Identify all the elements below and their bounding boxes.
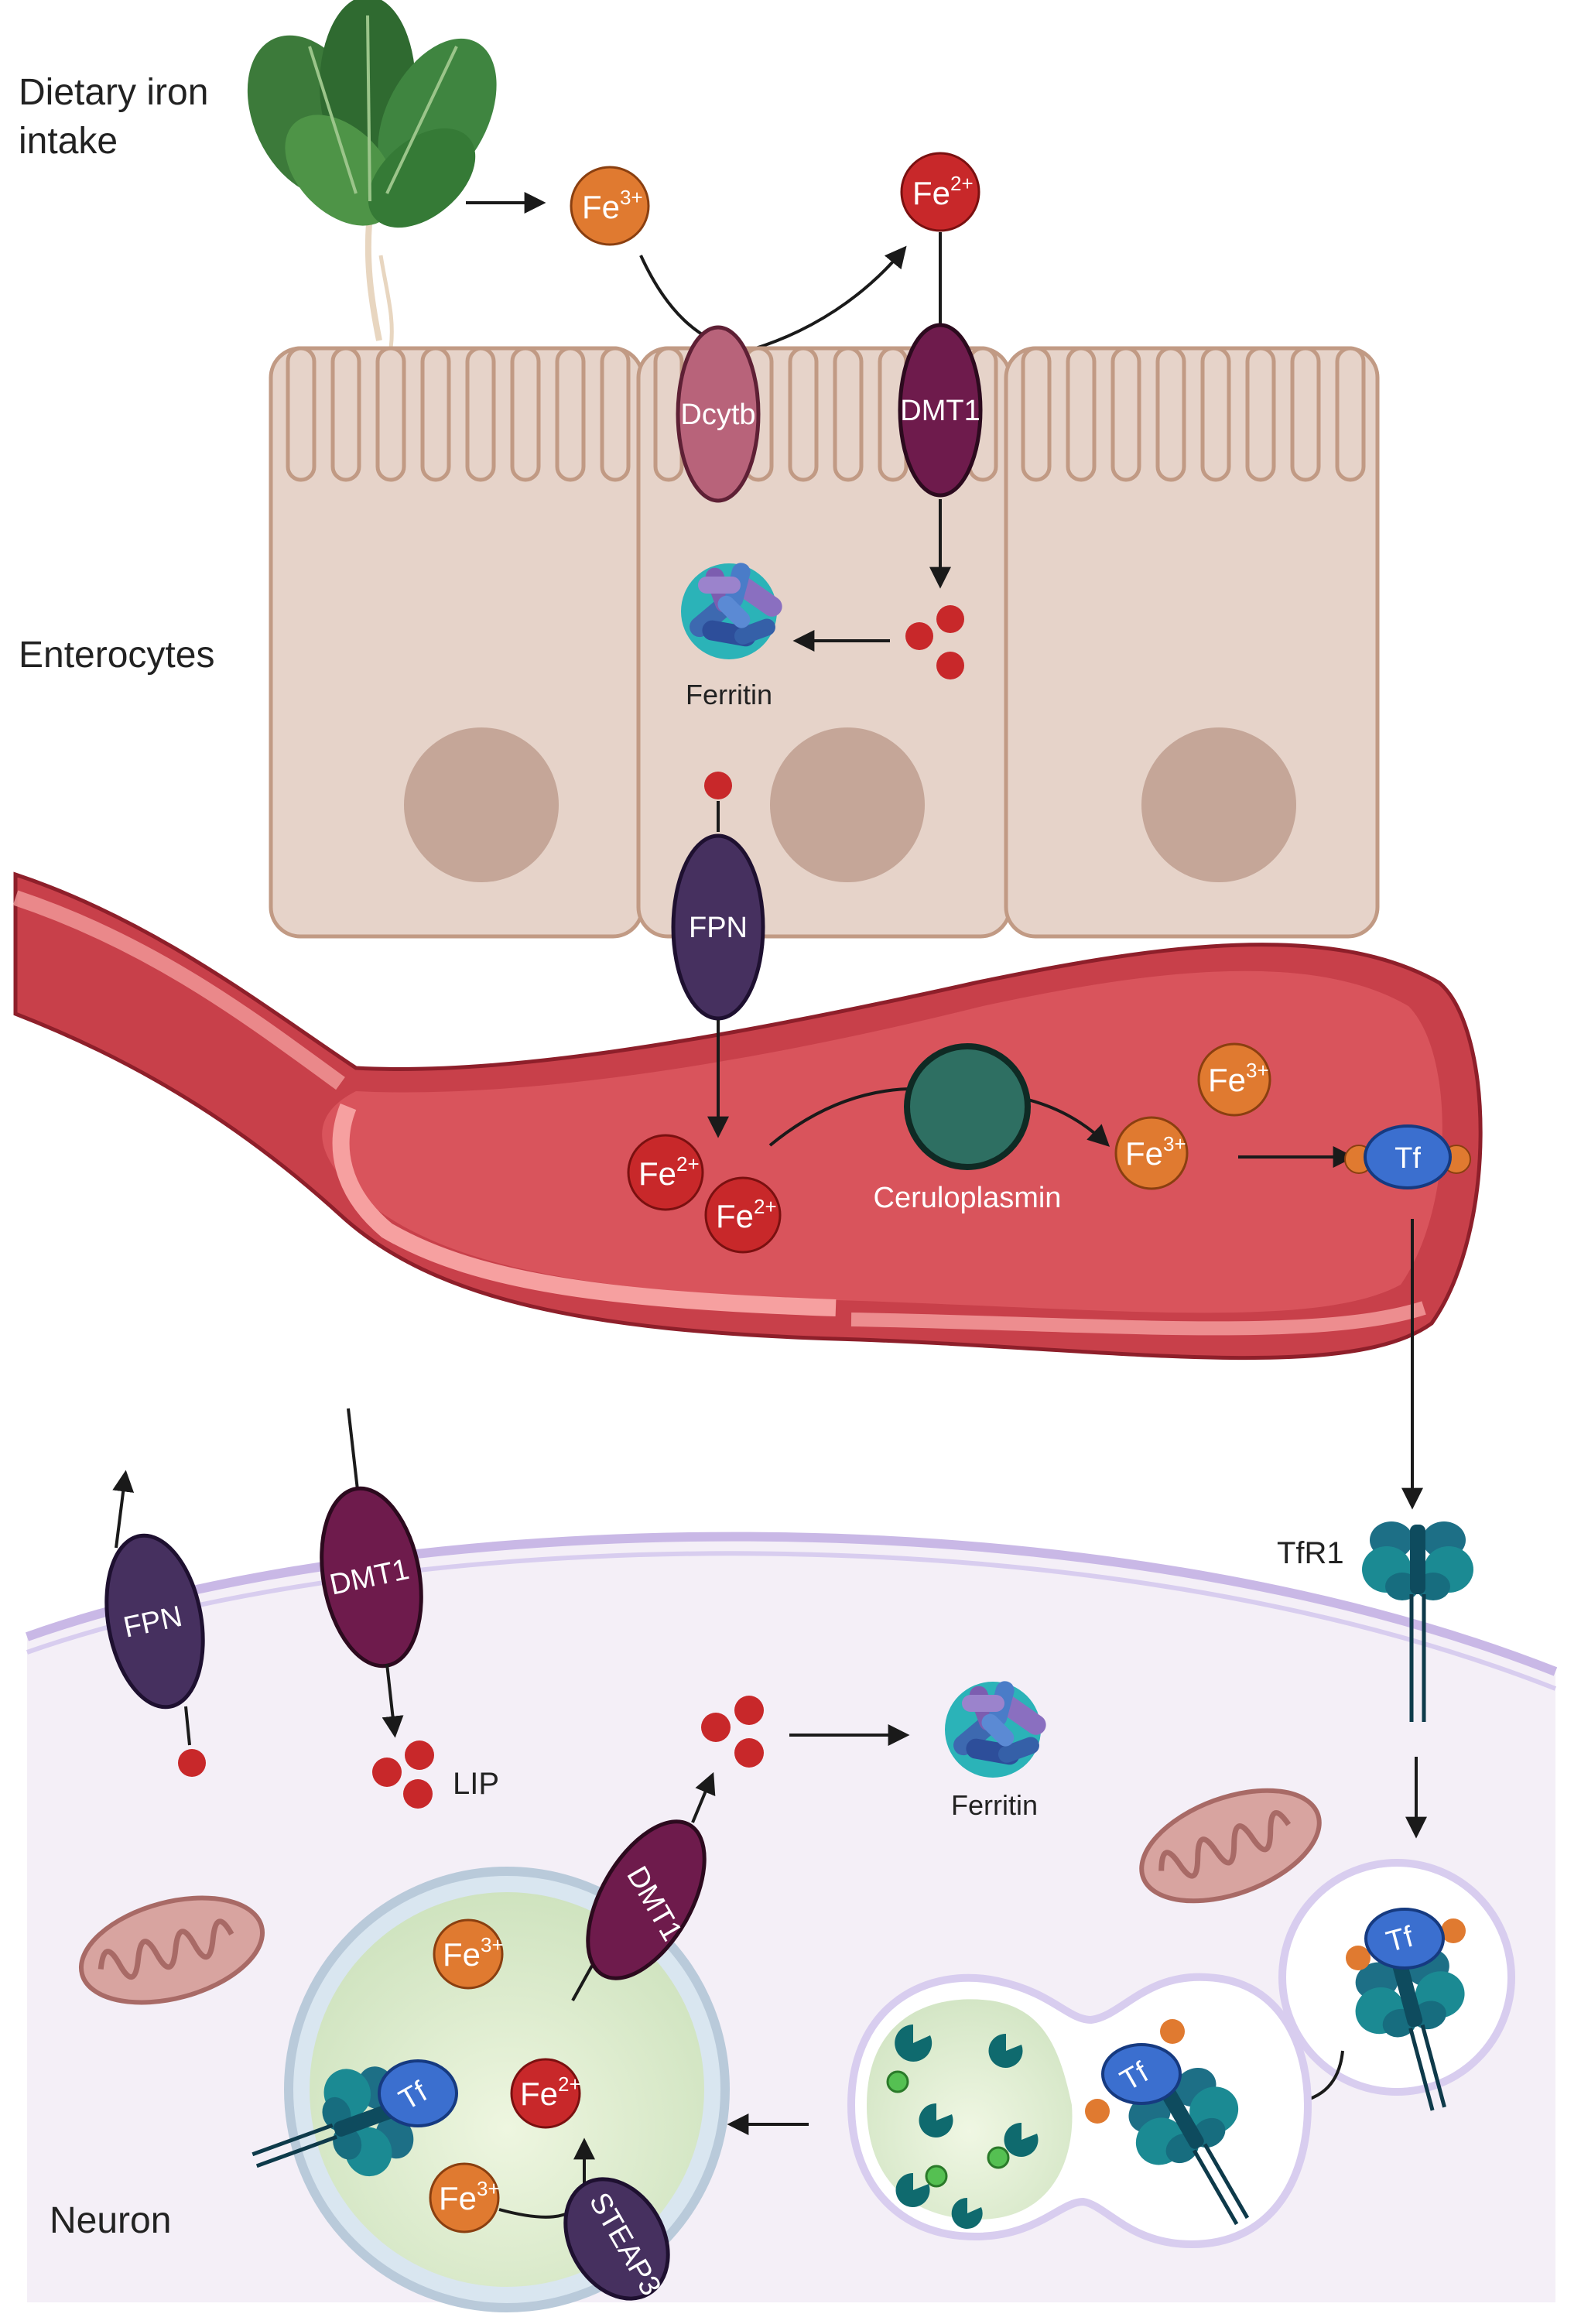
microvillus [600,346,631,482]
ceruloplasmin-protein [904,1043,1031,1170]
blood-vessel [12,871,1483,1361]
fe2-ion-blood: Fe2+ [704,1176,782,1254]
microvillus [1200,346,1231,482]
fusing-vesicle: Tf [847,1973,1312,2249]
microvillus [1066,346,1097,482]
fe3-ion-dietary: Fe3+ [570,166,650,246]
svg-text:Fe2+: Fe2+ [716,1195,777,1234]
microvillus [555,346,586,482]
enterocytes-label: Enterocytes [19,635,214,676]
fe2-ion-blood: Fe2+ [627,1134,704,1211]
lip-label: LIP [453,1767,499,1801]
ferritin-label-neuron: Ferritin [951,1789,1038,1821]
microvillus [1110,346,1141,482]
dcytb-protein: Dcytb [676,325,761,503]
svg-text:Fe2+: Fe2+ [638,1152,700,1192]
svg-text:Dcytb: Dcytb [680,399,755,431]
svg-text:FPN: FPN [689,912,748,944]
microvillus [510,346,541,482]
fe3-ion-blood: Fe3+ [1197,1042,1271,1117]
microvillus [330,346,361,482]
tfr1-receptor-membrane [1362,1521,1473,1722]
microvillus [1155,346,1186,482]
microvillus [286,346,317,482]
fpn-protein-neuron: FPN [104,1470,206,1777]
svg-text:Fe2+: Fe2+ [520,2072,581,2112]
microvillus [1290,346,1321,482]
microvillus [1245,346,1276,482]
dietary-label-line2: intake [19,121,118,162]
fe3-ion-endosome: Fe3+ [429,2162,500,2233]
microvillus [833,346,864,482]
early-endosome: Tf [1278,1859,1515,2124]
microvillus [1335,346,1366,482]
fe3-ion-endosome: Fe3+ [433,1918,504,1990]
microvillus [788,346,819,482]
dmt1-protein-endosome: DMT1 [571,1771,716,2001]
iron-pool-enterocyte [905,605,964,679]
microvillus [465,346,496,482]
microvillus [375,346,406,482]
svg-text:Fe3+: Fe3+ [1125,1132,1186,1172]
fe2-ion-endosome: Fe2+ [510,2058,581,2129]
tfr1-label: TfR1 [1277,1536,1344,1570]
svg-text:Fe3+: Fe3+ [1208,1059,1269,1098]
labile-iron-pool [372,1740,434,1809]
enterocyte-cell [1004,346,1380,939]
dietary-label-line1: Dietary iron [19,72,208,113]
dmt1-protein-neuron-membrane: DMT1 [320,1408,423,1738]
svg-text:Fe3+: Fe3+ [439,2177,500,2216]
fpn-protein-enterocyte: FPN [671,833,765,1021]
spinach-icon [247,0,497,349]
iron-dot-basal [704,772,732,799]
steap3-protein: STEAP3 [563,2177,670,2302]
ferritin-label-enterocyte: Ferritin [686,679,772,710]
fe3-ion-blood: Fe3+ [1114,1116,1189,1190]
neuron-label: Neuron [50,2200,171,2241]
dmt1-protein-apical: DMT1 [898,323,983,498]
enterocyte-cell [269,346,645,939]
svg-text:DMT1: DMT1 [900,395,980,427]
ceruloplasmin-label: Ceruloplasmin [874,1182,1062,1214]
svg-text:Tf: Tf [1394,1142,1421,1175]
svg-text:Fe3+: Fe3+ [443,1933,504,1973]
svg-text:Fe3+: Fe3+ [582,186,643,225]
arrow-fe3-reduction [639,245,907,354]
microvillus [420,346,451,482]
tf-protein-blood: Tf [1344,1124,1471,1189]
iron-pool-neuron [701,1696,764,1768]
microvillus [1021,346,1052,482]
svg-text:Fe2+: Fe2+ [912,172,974,211]
fe2-ion-apical: Fe2+ [900,152,980,232]
